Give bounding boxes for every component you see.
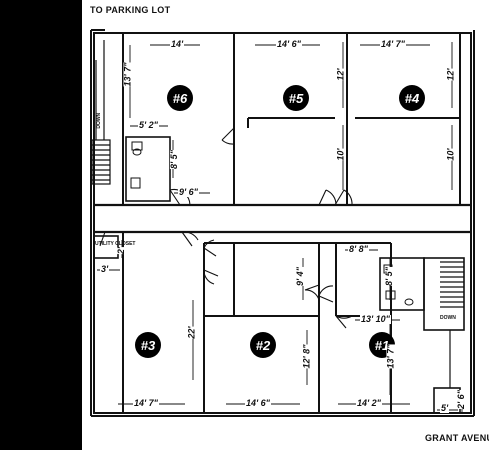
parking-lot-label: TO PARKING LOT: [90, 5, 171, 15]
dim-u6-bath-bottom: 9' 6": [178, 187, 199, 197]
dim-bath1-width: 8' 8": [348, 244, 369, 254]
down-label-left: DOWN: [96, 112, 103, 129]
dim-u3-width: 14' 7": [133, 398, 159, 408]
unit-4-badge: #4: [399, 85, 425, 111]
dim-u6-bath-depth: 8' 5": [168, 150, 179, 169]
dim-u2-depth: 12' 8": [301, 344, 312, 369]
dim-u5-width: 14' 6": [276, 39, 302, 49]
dim-u4-width: 14' 7": [380, 39, 406, 49]
dim-utility-width: 3': [100, 264, 110, 274]
utility-closet-label: UTILITY CLOSET: [95, 241, 136, 247]
unit-2-badge: #2: [250, 332, 276, 358]
dim-utility-depth: 2': [116, 246, 127, 255]
outer-wall: [93, 32, 472, 414]
unit-6-badge: #6: [167, 85, 193, 111]
dim-u5-rear: 10': [335, 148, 346, 161]
dim-middle-room: 9' 4": [294, 267, 305, 286]
unit-3-badge: #3: [135, 332, 161, 358]
dim-u1-width: 14' 2": [356, 398, 382, 408]
dim-bath1-depth: 8' 5": [383, 267, 394, 286]
dim-u5-depth: 12': [335, 68, 346, 81]
unit-5-badge: #5: [283, 85, 309, 111]
dim-u6-width: 14': [170, 39, 185, 49]
dim-vestibule-width: 5': [440, 403, 450, 413]
dim-u4-depth: 12': [445, 68, 456, 81]
down-label-right: DOWN: [440, 315, 456, 321]
dim-u6-bath-width: 5' 2": [138, 120, 159, 130]
street-label: GRANT AVENUE: [425, 433, 489, 443]
dim-u2-width: 14' 6": [245, 398, 271, 408]
black-margin: [0, 0, 82, 450]
dim-u6-depth: 13' 7": [122, 62, 133, 87]
dim-u1-width-top: 13' 10": [360, 314, 391, 324]
dim-u4-rear: 10': [445, 148, 456, 161]
dim-u1-depth: 13' 7": [385, 344, 396, 369]
dim-vestibule-depth: 2' 6": [455, 390, 466, 409]
dim-u3-depth: 22': [186, 326, 197, 339]
